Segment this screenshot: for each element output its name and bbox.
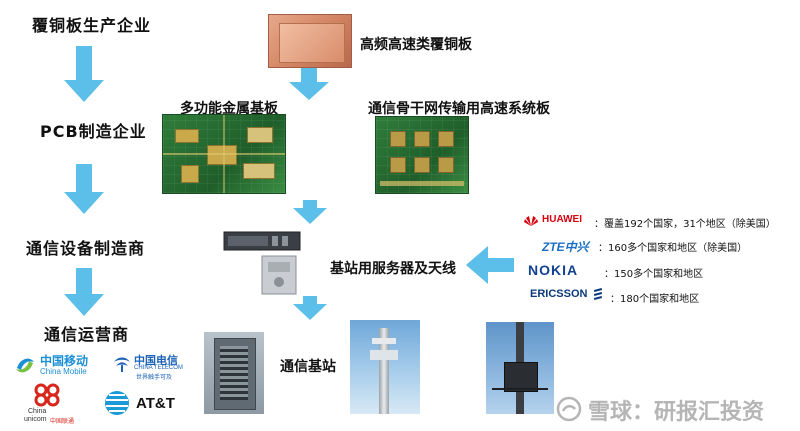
arrow-down-equipment — [293, 200, 327, 224]
arrow-down-copper — [289, 66, 329, 100]
server-antenna-image — [223, 231, 301, 295]
china-unicom-logo: China unicom 中国联通 — [22, 382, 92, 428]
china-telecom-name-en: CHINA TELECOM — [134, 365, 183, 371]
china-unicom-knot-icon — [34, 383, 60, 407]
vendor-ericsson-brand: ERICSSON — [530, 288, 588, 300]
vendor-nokia-brand: NOKIA — [528, 262, 579, 278]
china-telecom-slogan: 世界触手可及 — [136, 374, 173, 381]
china-telecom-logo: 中国电信 CHINA TELECOM 世界触手可及 — [112, 352, 194, 381]
china-telecom-icon — [114, 357, 130, 372]
vendor-list: HUAWEI ：覆盖192个国家，31个地区（除美国） ZTE中兴 ：160多个… — [518, 210, 798, 310]
backbone-board-label: 通信骨干网传输用高速系统板 — [368, 101, 550, 117]
arrow-down-1 — [64, 46, 104, 102]
arrow-left-vendors — [466, 246, 514, 284]
vendor-huawei-brand: HUAWEI — [542, 214, 582, 225]
china-mobile-name-en: China Mobile — [40, 367, 87, 376]
china-unicom-name-en2: unicom — [24, 416, 47, 423]
vendor-zte-note: ：160多个国家和地区（除美国） — [598, 243, 748, 254]
stage-equipment-maker: 通信设备制造商 — [26, 239, 146, 258]
china-mobile-name-cn: 中国移动 — [40, 354, 89, 368]
att-name: AT&T — [136, 395, 175, 412]
copper-board-image — [268, 14, 352, 68]
china-mobile-logo: 中国移动 China Mobile — [14, 352, 94, 378]
china-telecom-name-cn: 中国电信 — [134, 354, 178, 367]
vendor-zte-brand: ZTE中兴 — [542, 240, 589, 254]
snowball-icon — [556, 396, 582, 422]
china-unicom-name-en1: China — [28, 408, 47, 415]
cabinet-photo — [204, 332, 264, 414]
pole-photo — [486, 322, 554, 414]
huawei-logo-icon — [524, 216, 538, 226]
base-station-label: 通信基站 — [280, 359, 336, 375]
vendor-nokia-note: ：150多个国家和地区 — [604, 269, 704, 280]
tower-photo — [350, 320, 420, 414]
backbone-board-image — [375, 116, 469, 194]
metal-board-label: 多功能金属基板 — [180, 101, 278, 117]
att-globe-icon — [105, 391, 129, 415]
arrow-down-base-station — [293, 296, 327, 320]
arrow-down-2 — [64, 164, 104, 214]
china-unicom-name-cn: 中国联通 — [50, 418, 75, 425]
stage-operator: 通信运营商 — [44, 325, 130, 344]
stage-copper-clad-maker: 覆铜板生产企业 — [32, 16, 152, 35]
vendor-ericsson-note: ：180个国家和地区 — [610, 294, 700, 305]
stage-pcb-maker: PCB制造企业 — [40, 122, 147, 141]
base-station-equipment-label: 基站用服务器及天线 — [330, 261, 456, 277]
watermark-text: 雪球：研报汇投资 — [588, 400, 765, 425]
att-logo: AT&T — [104, 390, 184, 420]
copper-board-label: 高频高速类覆铜板 — [360, 37, 472, 53]
metal-board-image — [162, 114, 286, 194]
ericsson-logo-icon — [594, 288, 602, 300]
china-mobile-icon — [16, 358, 34, 373]
arrow-down-3 — [64, 268, 104, 316]
vendor-huawei-note: ：覆盖192个国家，31个地区（除美国） — [594, 219, 776, 230]
